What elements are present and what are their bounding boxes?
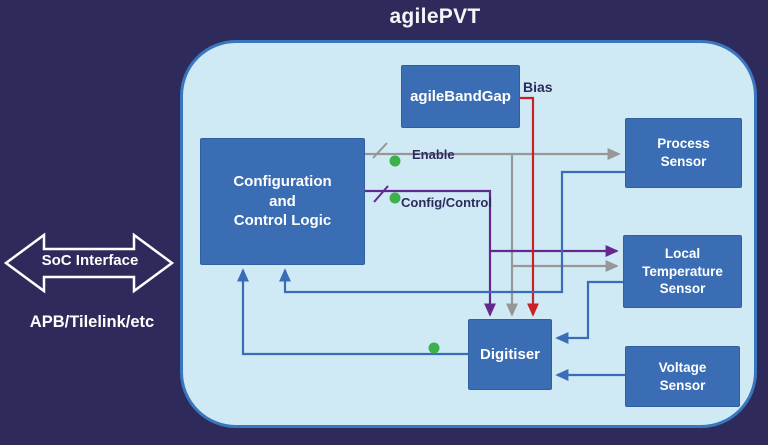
- digitiser-block: Digitiser: [468, 319, 552, 390]
- soc-interface-label: SoC Interface: [41, 252, 139, 269]
- configuration-control-logic-block: Configuration and Control Logic: [200, 138, 365, 265]
- apb-tilelink-label: APB/Tilelink/etc: [29, 313, 155, 331]
- config-control-signal-label: Config/Control: [401, 195, 492, 210]
- enable-signal-label: Enable: [412, 147, 455, 162]
- double-headed-arrow-outline: [4, 232, 175, 294]
- process-sensor-block: Process Sensor: [625, 118, 742, 188]
- local-temperature-sensor-block: Local Temperature Sensor: [623, 235, 742, 308]
- page-title: agilePVT: [389, 5, 481, 28]
- soc-interface-arrow-icon: [4, 232, 175, 294]
- agilebandgap-block: agileBandGap: [401, 65, 520, 128]
- voltage-sensor-block: Voltage Sensor: [625, 346, 740, 407]
- bias-signal-label: Bias: [523, 79, 553, 95]
